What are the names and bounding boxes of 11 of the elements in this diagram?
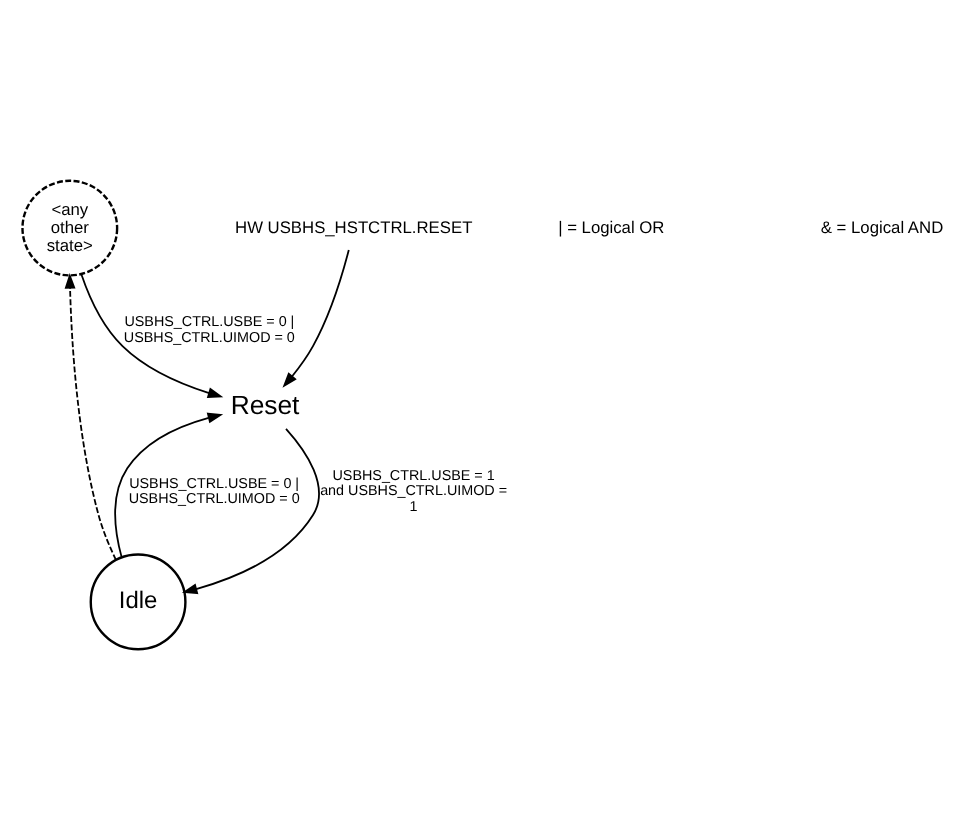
node-circle: Idle xyxy=(89,552,187,650)
arrow xyxy=(114,411,224,558)
node-text: Reset xyxy=(230,388,300,419)
arrow xyxy=(282,248,350,387)
arrow xyxy=(80,272,224,398)
node-circle: <any other state> xyxy=(21,178,119,276)
arrow xyxy=(181,427,320,594)
label: & = Logical AND xyxy=(820,215,944,236)
arrow xyxy=(64,271,117,560)
label: | = Logical OR xyxy=(558,215,665,236)
node-text: HW USBHS_HSTCTRL.RESET xyxy=(235,215,473,236)
